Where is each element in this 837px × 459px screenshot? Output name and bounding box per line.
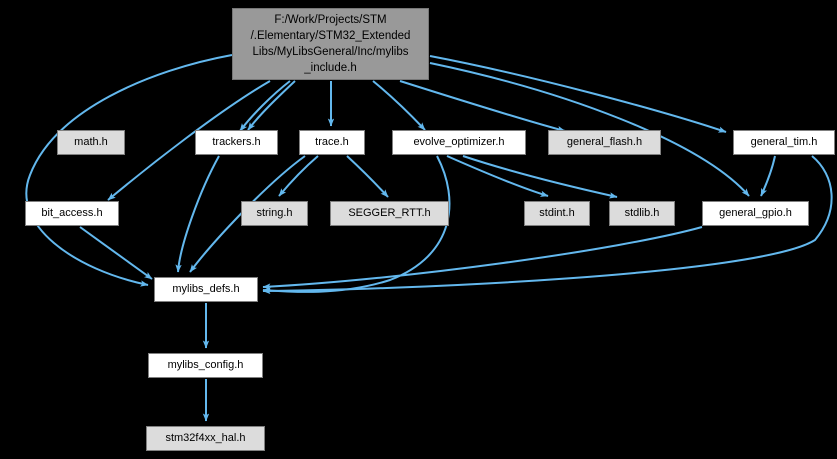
- edge-root-to-math: [239, 80, 291, 132]
- node-evolve[interactable]: evolve_optimizer.h: [392, 130, 526, 155]
- node-label-string: string.h: [256, 207, 293, 219]
- edge-evolve-to-stdlib: [462, 155, 618, 199]
- node-label-stdint: stdint.h: [539, 207, 575, 219]
- node-label-evolve: evolve_optimizer.h: [413, 136, 505, 148]
- node-label-trace: trace.h: [315, 136, 349, 148]
- node-general_tim[interactable]: general_tim.h: [733, 130, 835, 155]
- node-label-trackers: trackers.h: [212, 136, 261, 148]
- node-bit_access[interactable]: bit_access.h: [25, 201, 119, 226]
- edge-general-tim-to-gpio: [760, 155, 776, 197]
- node-label-general_gpio: general_gpio.h: [719, 207, 792, 219]
- node-label-stdlib: stdlib.h: [624, 207, 660, 219]
- node-mylibs_defs[interactable]: mylibs_defs.h: [154, 277, 258, 302]
- node-mylibs_config[interactable]: mylibs_config.h: [148, 353, 263, 378]
- node-root[interactable]: F:/Work/Projects/STM /.Elementary/STM32_…: [232, 8, 429, 80]
- node-stdint[interactable]: stdint.h: [524, 201, 590, 226]
- node-trackers[interactable]: trackers.h: [195, 130, 278, 155]
- edge-bit-access-to-defs: [79, 226, 153, 280]
- edge-root-to-mylibs-defs: [25, 54, 233, 287]
- node-label-stm32f4xx_hal: stm32f4xx_hal.h: [165, 432, 246, 444]
- node-stm32f4xx_hal[interactable]: stm32f4xx_hal.h: [146, 426, 265, 451]
- edge-trace-to-segger: [346, 155, 389, 198]
- edge-trackers-to-mylibs-defs: [175, 155, 220, 273]
- node-label-root: F:/Work/Projects/STM /.Elementary/STM32_…: [250, 14, 411, 74]
- edge-root-to-general-flash: [399, 80, 566, 133]
- node-math[interactable]: math.h: [57, 130, 125, 155]
- node-label-mylibs_config: mylibs_config.h: [167, 359, 244, 371]
- edge-root-to-general-tim: [429, 55, 727, 133]
- edge-root-to-trackers: [247, 80, 296, 131]
- node-segger[interactable]: SEGGER_RTT.h: [330, 201, 449, 226]
- edge-evolve-to-stdint: [446, 155, 549, 197]
- edge-trace-to-string: [278, 155, 319, 197]
- node-general_gpio[interactable]: general_gpio.h: [702, 201, 809, 226]
- node-label-math: math.h: [74, 136, 108, 148]
- node-label-general_flash: general_flash.h: [566, 136, 643, 148]
- edge-general-gpio-to-defs: [262, 226, 703, 290]
- node-string[interactable]: string.h: [241, 201, 308, 226]
- node-label-mylibs_defs: mylibs_defs.h: [172, 283, 240, 295]
- node-label-general_tim: general_tim.h: [750, 136, 818, 148]
- node-label-bit_access: bit_access.h: [41, 207, 103, 219]
- edge-root-to-evolve: [372, 80, 426, 131]
- node-label-segger: SEGGER_RTT.h: [348, 207, 431, 219]
- node-trace[interactable]: trace.h: [299, 130, 365, 155]
- node-stdlib[interactable]: stdlib.h: [609, 201, 675, 226]
- node-general_flash[interactable]: general_flash.h: [548, 130, 661, 155]
